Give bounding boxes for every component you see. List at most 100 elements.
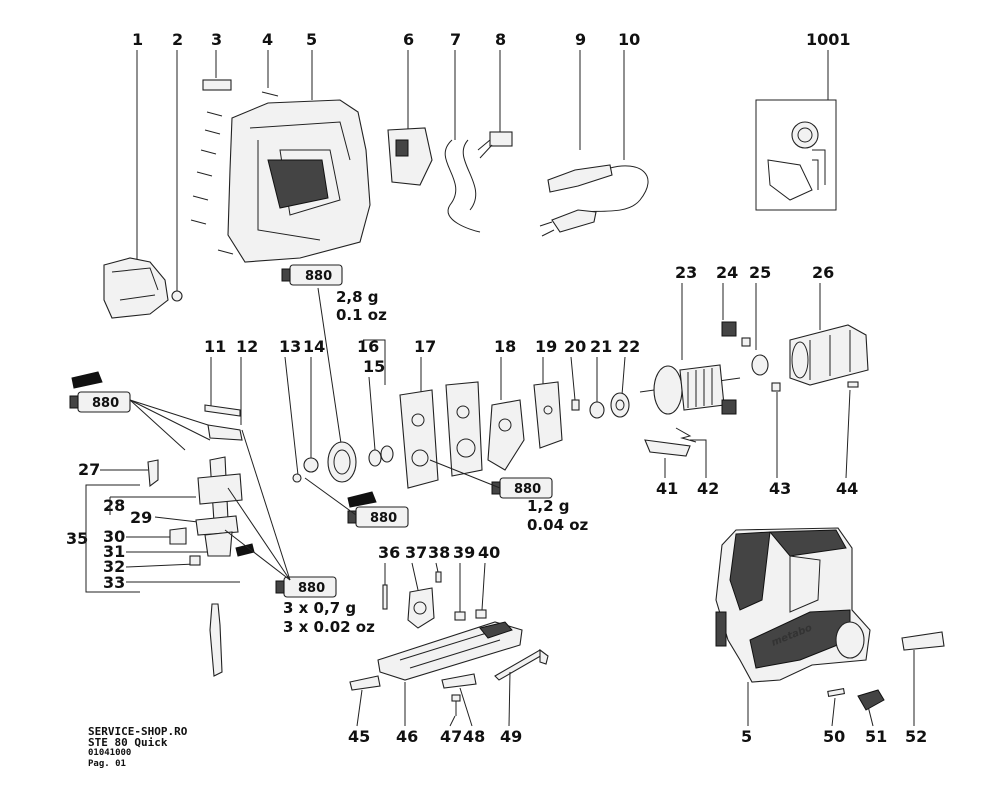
part-number-19: 19 <box>535 337 557 356</box>
part-number-32: 32 <box>103 557 125 576</box>
part-number-13: 13 <box>279 337 301 356</box>
part-number-48: 48 <box>463 727 485 746</box>
part-40-block <box>475 609 487 619</box>
part-numbers-bottom-middle: 36 37 38 39 40 <box>378 543 500 562</box>
part-numbers-lower-right: 41 42 43 44 <box>656 479 858 498</box>
part-18-guide <box>487 399 525 471</box>
part-numbers-top: 1 2 3 4 5 6 7 8 9 10 1001 <box>132 30 851 49</box>
part-1001-wiring-diagram <box>755 99 837 211</box>
part-49-hex-key <box>494 648 549 681</box>
part-13-14-gear <box>292 441 357 483</box>
part-24-brushes <box>721 321 751 415</box>
part-52-label <box>901 631 945 651</box>
part-number-26: 26 <box>812 263 834 282</box>
part-26-stator <box>789 324 869 386</box>
part-numbers-left: 27 28 29 30 31 32 33 35 <box>66 460 152 592</box>
grease-tube-left-label: 880 <box>92 396 119 411</box>
part-7-cable <box>444 139 481 233</box>
part-numbers-middle: 11 12 13 14 16 15 17 18 19 20 21 22 23 2… <box>204 263 834 376</box>
part-number-18: 18 <box>494 337 516 356</box>
part-number-20: 20 <box>564 337 586 356</box>
part-number-51: 51 <box>865 727 887 746</box>
part-number-42: 42 <box>697 479 719 498</box>
grease-tube-left: 880 <box>69 371 211 451</box>
part-number-27: 27 <box>78 460 100 479</box>
part-number-5-bottom: 5 <box>741 727 752 746</box>
part-1-cover <box>103 257 169 319</box>
part-47-screw <box>451 694 461 716</box>
part-number-24: 24 <box>716 263 738 282</box>
leader-lines-middle <box>210 283 821 476</box>
assembled-jigsaw: metabo <box>715 527 871 683</box>
part-number-17: 17 <box>414 337 436 356</box>
part-46-base-plate <box>377 621 523 681</box>
part-number-36: 36 <box>378 543 400 562</box>
grease-amount-a-g: 2,8 g <box>336 288 379 306</box>
part-number-9: 9 <box>575 30 586 49</box>
part-45-shoe <box>349 675 381 691</box>
grease-tube-c-label: 880 <box>370 511 397 526</box>
part-11-12-pin-bracket <box>204 404 243 441</box>
part-39-block <box>454 611 466 621</box>
part-number-45: 45 <box>348 727 370 746</box>
part-36-pin <box>382 584 388 610</box>
part-19-bracket <box>533 381 563 449</box>
part-number-6: 6 <box>403 30 414 49</box>
part-number-21: 21 <box>590 337 612 356</box>
part-number-16: 16 <box>357 337 379 356</box>
part-numbers-bottom: 45 46 47 48 49 5 50 51 52 <box>348 727 927 746</box>
part-number-23: 23 <box>675 263 697 282</box>
part-number-10: 10 <box>618 30 640 49</box>
grease-tube-b-label: 880 <box>514 482 541 497</box>
part-43-bush <box>771 382 781 392</box>
part-number-40: 40 <box>478 543 500 562</box>
part-number-4: 4 <box>262 30 273 49</box>
part-number-37: 37 <box>405 543 427 562</box>
part-number-46: 46 <box>396 727 418 746</box>
part-17-plate <box>399 389 439 489</box>
grease-tube-c: 880 <box>304 477 409 528</box>
part-number-1: 1 <box>132 30 143 49</box>
part-23-armature <box>639 364 741 415</box>
part-number-14: 14 <box>303 337 325 356</box>
grease-amount-c-g: 3 x 0,7 g <box>283 599 356 617</box>
part-number-50: 50 <box>823 727 845 746</box>
part-48-shoe <box>441 673 477 689</box>
part-number-7: 7 <box>450 30 461 49</box>
grease-tube-a-label: 880 <box>305 269 332 284</box>
part-number-3: 3 <box>211 30 222 49</box>
part-6-switch <box>387 127 433 186</box>
part-number-35: 35 <box>66 529 88 548</box>
part-44-pin <box>847 381 859 388</box>
part-41-42-clip <box>644 427 697 457</box>
plunger-assembly <box>169 456 255 566</box>
part-8-suppressor <box>477 131 513 159</box>
part-38-pin <box>435 571 442 583</box>
part-9-10-power-cord <box>539 164 649 237</box>
leader-lines-left <box>85 469 240 593</box>
leader-lines-lower-right <box>664 389 851 479</box>
part-number-43: 43 <box>769 479 791 498</box>
grease-tube-d-label: 880 <box>298 581 325 596</box>
part-number-52: 52 <box>905 727 927 746</box>
part-number-15: 15 <box>363 357 385 376</box>
part-3-label <box>202 79 232 91</box>
part-37-roller-bracket <box>407 587 435 629</box>
leader-lines-bottom <box>356 650 915 727</box>
saw-blade <box>209 603 223 677</box>
footer-page: Pag. 01 <box>88 759 126 769</box>
leader-lines-bottom-middle <box>384 562 486 612</box>
part-number-44: 44 <box>836 479 858 498</box>
part-number-38: 38 <box>428 543 450 562</box>
part-number-28: 28 <box>103 496 125 515</box>
part-number-31: 31 <box>103 542 125 561</box>
footer-model: STE 80 Quick <box>88 736 168 749</box>
part-25-bearing <box>751 354 769 376</box>
grease-amount-b-g: 1,2 g <box>527 497 570 515</box>
part-17b-plate <box>445 381 483 477</box>
part-number-12: 12 <box>236 337 258 356</box>
grease-tube-b: 880 1,2 g 0.04 oz <box>429 459 589 534</box>
part-number-39: 39 <box>453 543 475 562</box>
grease-amount-a-oz: 0.1 oz <box>336 306 387 324</box>
